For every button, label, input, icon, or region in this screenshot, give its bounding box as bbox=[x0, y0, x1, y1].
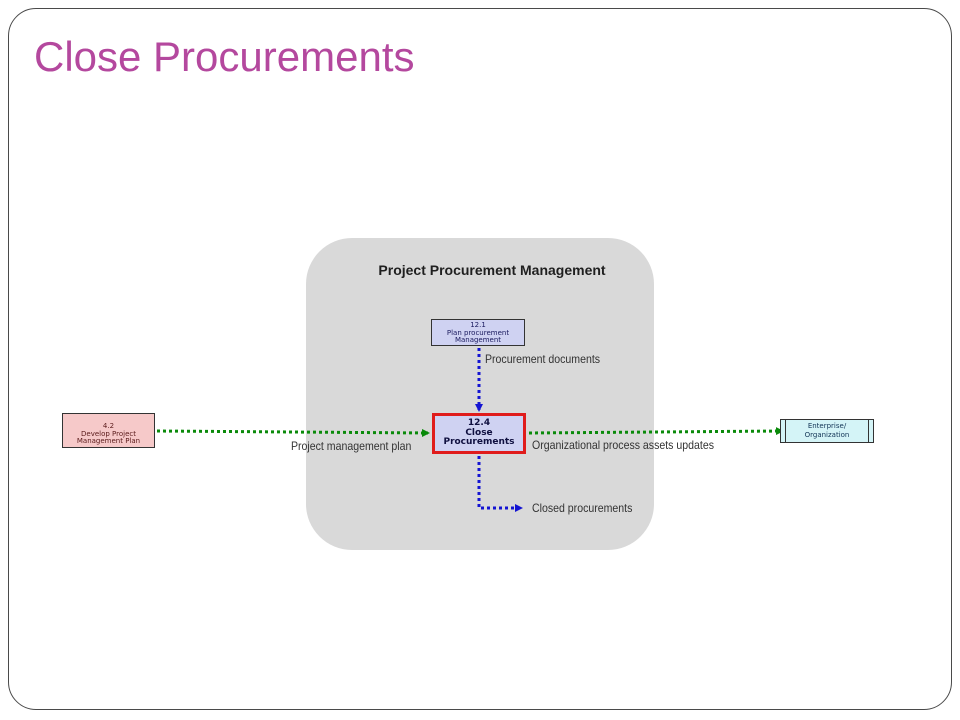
box-side-bar bbox=[785, 420, 786, 442]
process-number: 4.2 bbox=[102, 422, 115, 430]
process-12-1-plan-procurement: 12.1 Plan procurement Management bbox=[431, 319, 525, 346]
knowledge-area-title: Project Procurement Management bbox=[378, 262, 606, 278]
process-name-line: Plan procurement bbox=[446, 328, 510, 337]
label-project-management-plan: Project management plan bbox=[291, 439, 412, 453]
arrow-closed-procurements bbox=[477, 456, 523, 512]
label-opa-updates: Organizational process assets updates bbox=[532, 438, 714, 452]
entity-name-line: Enterprise/ bbox=[807, 422, 847, 430]
process-12-4-close-procurements: 12.4 Close Procurements bbox=[432, 413, 526, 454]
process-name-line: Procurements bbox=[443, 437, 515, 447]
label-procurement-documents: Procurement documents bbox=[485, 352, 601, 366]
label-closed-procurements: Closed procurements bbox=[532, 501, 633, 515]
slide-title: Close Procurements bbox=[34, 33, 415, 80]
process-number: 12.1 bbox=[470, 321, 486, 329]
arrow-opa-updates bbox=[528, 427, 784, 436]
process-name-line: Develop Project bbox=[81, 429, 136, 438]
process-name-line: Management bbox=[454, 336, 502, 344]
process-name-line: Close bbox=[465, 427, 493, 438]
process-4-2-develop-pm-plan: 4.2 Develop Project Management Plan bbox=[62, 413, 155, 448]
entity-name-line: Organization bbox=[804, 431, 850, 439]
arrow-project-management-plan bbox=[156, 428, 430, 437]
box-side-bar bbox=[868, 420, 869, 442]
process-name-line: Management Plan bbox=[76, 437, 141, 445]
process-number: 12.4 bbox=[467, 418, 491, 428]
enterprise-organization-box: Enterprise/ Organization bbox=[780, 419, 874, 443]
